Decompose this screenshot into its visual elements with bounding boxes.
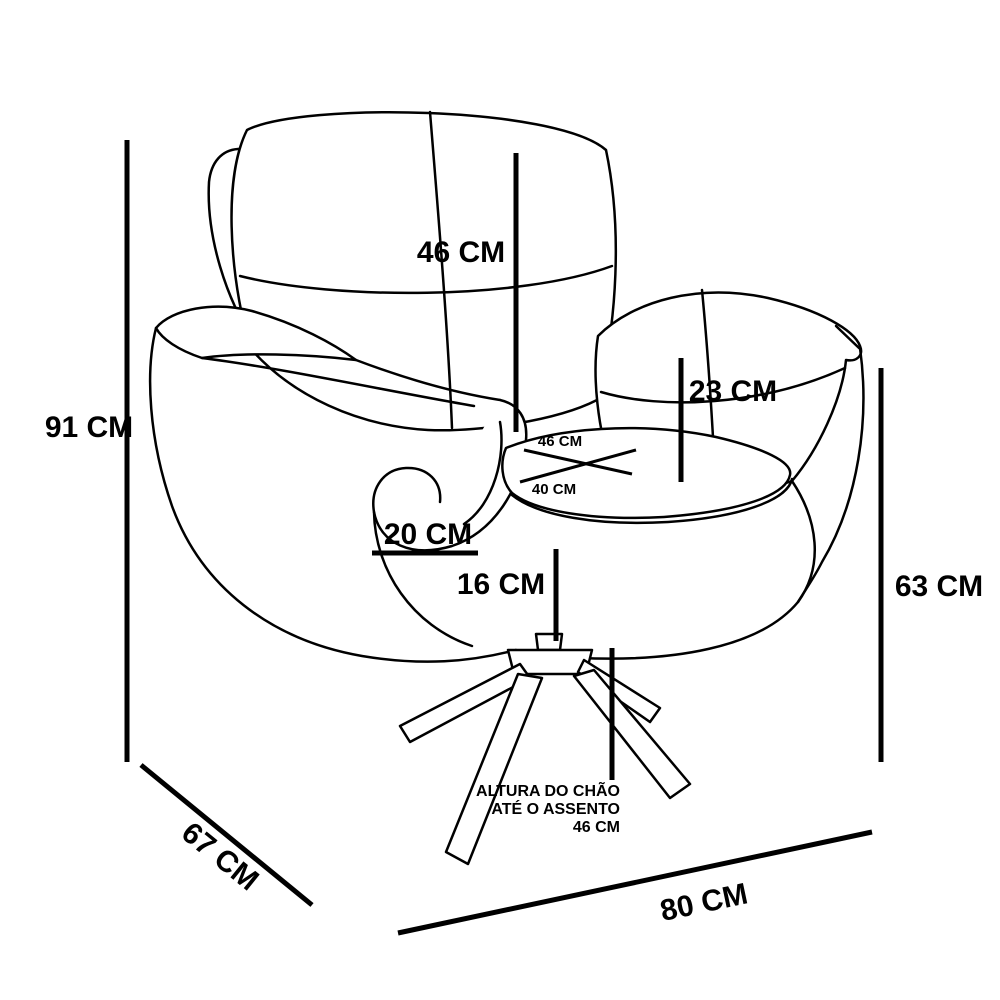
armrest-top-edge xyxy=(354,358,502,402)
dim-label-armrest-depth: 20 CM xyxy=(384,518,472,551)
shell-right-edge xyxy=(796,346,865,604)
floor-note-line3: 46 CM xyxy=(573,819,620,836)
armrest-inner-edge xyxy=(200,356,476,408)
leg-back-left xyxy=(398,662,532,744)
dim-label-backrest-height: 46 CM xyxy=(417,236,505,269)
floor-note: ALTURA DO CHÃO ATÉ O ASSENTO 46 CM xyxy=(476,780,620,836)
dim-line-width xyxy=(397,829,873,936)
leg-front-left xyxy=(444,672,544,866)
dimension-lines xyxy=(124,140,884,936)
seat-cushion xyxy=(501,426,792,520)
leg-front-right xyxy=(572,668,692,800)
shell-outer-left xyxy=(148,326,518,663)
right-pillow-corner-fold xyxy=(834,324,861,350)
arm-front-curl-inner xyxy=(462,420,503,526)
floor-note-line2: ATÉ O ASSENTO xyxy=(491,799,620,818)
dim-label-width: 80 CM xyxy=(657,877,750,928)
dim-line-seat-depth xyxy=(519,448,637,484)
shell-inner-line xyxy=(372,510,474,648)
dim-label-seat-depth: 40 CM xyxy=(532,481,576,498)
right-pillow-seam-horizontal xyxy=(599,366,847,404)
dim-label-seat-width: 46 CM xyxy=(538,433,582,450)
seat-cushion-piping xyxy=(510,477,794,525)
dim-label-seat-thickness: 16 CM xyxy=(457,568,545,601)
shell-outer-right xyxy=(578,479,816,660)
dim-label-overall-height: 91 CM xyxy=(45,411,133,444)
seat-cross-lines xyxy=(519,448,637,484)
dim-label-arm-floor-height: 63 CM xyxy=(895,570,983,603)
dim-line-depth xyxy=(139,763,314,907)
floor-note-line1: ALTURA DO CHÃO xyxy=(476,780,620,800)
dim-line-seat-width xyxy=(523,448,633,476)
backrest-seam-horizontal xyxy=(238,264,614,295)
chair-illustration xyxy=(148,110,865,866)
dim-label-cushion-height: 23 CM xyxy=(689,375,777,408)
